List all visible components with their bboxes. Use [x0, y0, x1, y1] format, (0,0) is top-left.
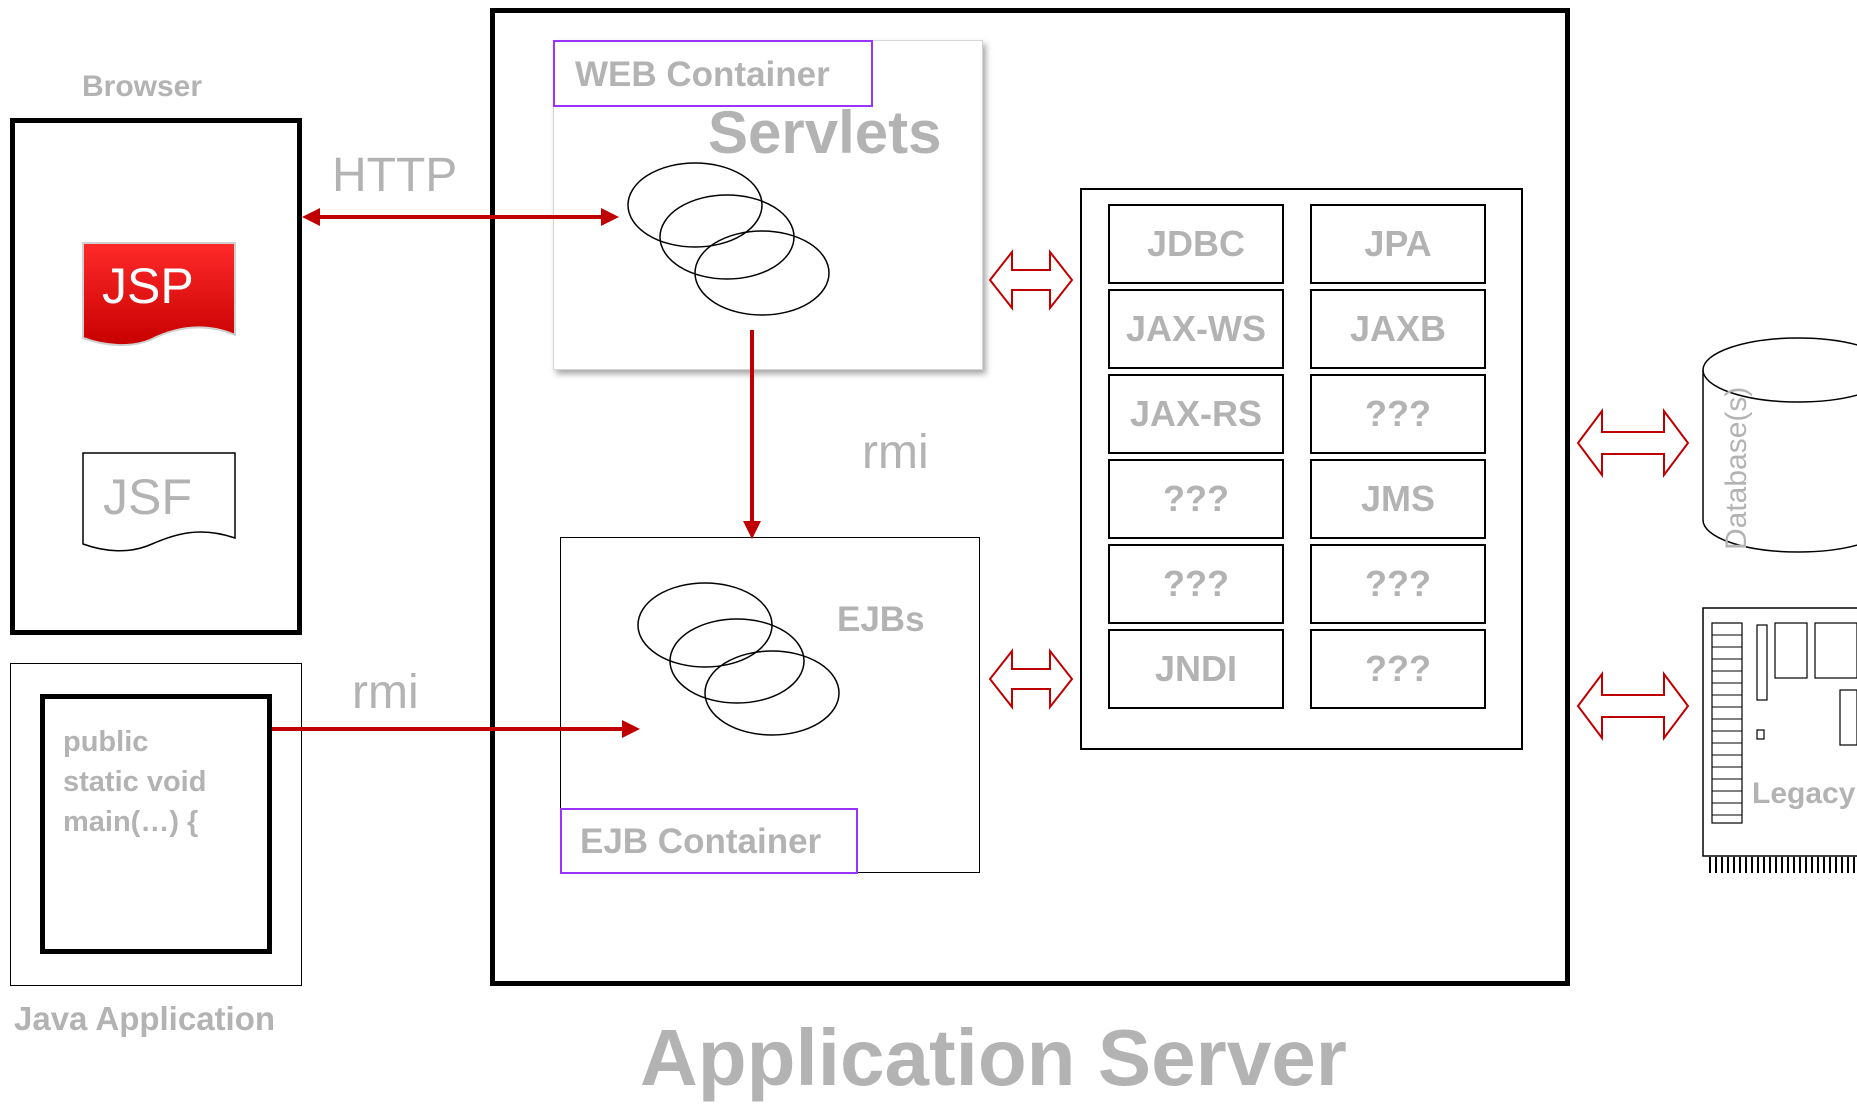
legacy-label: Legacy — [1752, 777, 1856, 811]
api-cell: JDBC — [1108, 204, 1284, 284]
rmi-internal-label: rmi — [862, 426, 929, 479]
app-server-box — [490, 8, 1570, 986]
api-to-legacy-double-arrow — [1576, 671, 1690, 741]
browser-box — [10, 118, 302, 635]
code-line: static void — [63, 766, 207, 798]
java-app-title: Java Application — [14, 1000, 276, 1037]
web-container-label: WEB Container — [575, 55, 830, 94]
servlets-title: Servlets — [708, 99, 942, 166]
ejbs-title: EJBs — [837, 600, 925, 639]
database-label: Database(s) — [1720, 386, 1753, 550]
ejb-instances-icon — [637, 582, 840, 736]
app-server-title: Application Server — [640, 1013, 1347, 1102]
api-to-database-double-arrow — [1576, 408, 1690, 478]
api-panel — [1080, 188, 1523, 750]
api-cell: JAX-WS — [1108, 289, 1284, 369]
api-cell: JMS — [1310, 459, 1486, 539]
jsp-label: JSP — [102, 258, 194, 314]
code-line: main(…) { — [63, 806, 199, 838]
servlet-instances-icon — [627, 162, 830, 316]
api-cell: JNDI — [1108, 629, 1284, 709]
jsf-label: JSF — [103, 469, 192, 525]
api-cell: ??? — [1310, 544, 1486, 624]
jsp-document-icon — [82, 242, 236, 347]
java-app-code-box — [40, 694, 272, 954]
rmi-external-label: rmi — [352, 666, 419, 719]
database-cylinder-icon — [1702, 337, 1857, 553]
api-cell: JPA — [1310, 204, 1486, 284]
ejb-container-label-box — [560, 808, 858, 874]
http-label: HTTP — [332, 149, 458, 202]
api-cell: ??? — [1108, 459, 1284, 539]
api-cell: JAX-RS — [1108, 374, 1284, 454]
jsf-document-icon — [82, 452, 236, 552]
api-cell: JAXB — [1310, 289, 1486, 369]
api-cell: ??? — [1310, 374, 1486, 454]
java-app-outer-frame — [10, 663, 302, 986]
browser-title: Browser — [82, 70, 203, 103]
api-cell: ??? — [1108, 544, 1284, 624]
code-line: public — [63, 726, 149, 758]
legacy-board-icon — [1702, 607, 1857, 873]
api-cell: ??? — [1310, 629, 1486, 709]
web-container-label-box — [553, 40, 873, 107]
ejb-container-label: EJB Container — [580, 822, 822, 861]
java-app-code: public static void main(…) { — [63, 722, 206, 842]
